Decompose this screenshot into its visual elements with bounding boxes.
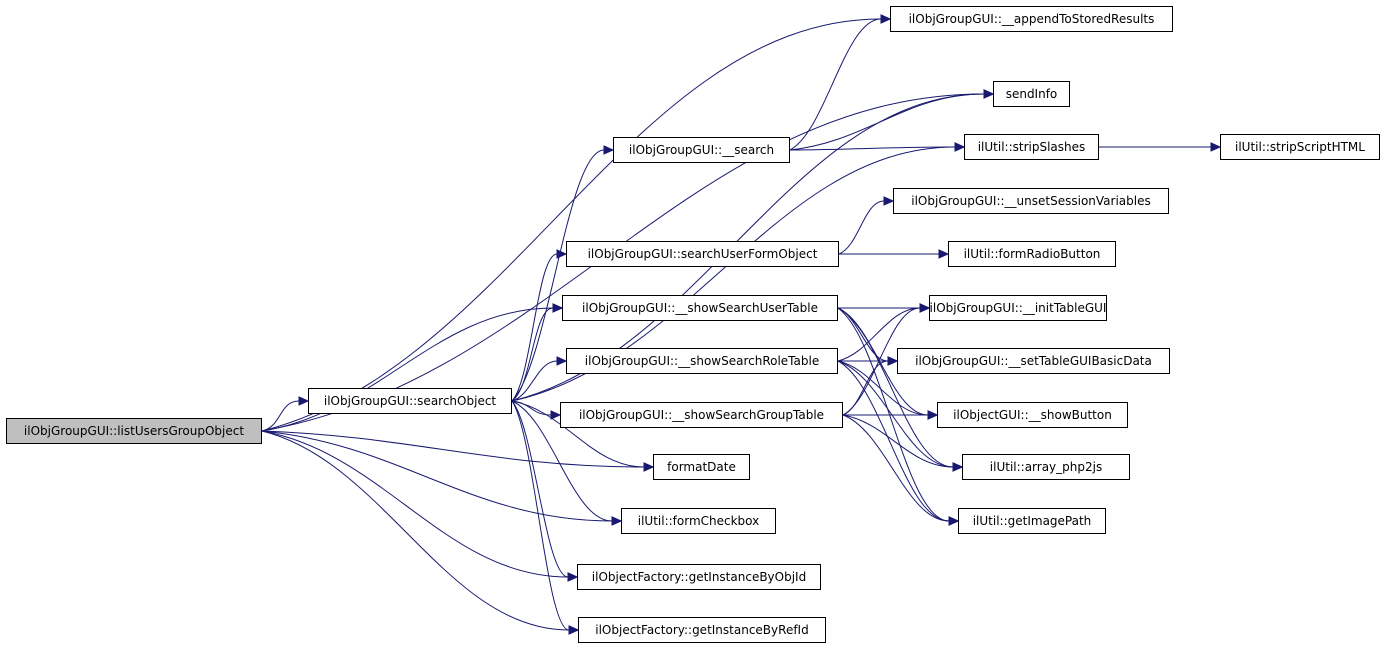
node-searchObject[interactable]: ilObjGroupGUI::searchObject (308, 388, 512, 414)
edge-showSearchGroupTable-to-getImagePath (842, 414, 950, 522)
edge-search-to-sendInfo (789, 93, 985, 151)
arrowhead-icon (883, 196, 895, 206)
arrowhead-icon (568, 625, 580, 635)
arrowhead-icon (983, 89, 995, 99)
edge-showSearchRoleTable-to-array_php2js (837, 360, 954, 468)
arrowhead-icon (611, 516, 623, 526)
arrowhead-icon (887, 356, 899, 366)
edge-searchObject-to-searchUserFormObject (511, 253, 558, 402)
edge-searchObject-to-showSearchUserTable (511, 307, 554, 402)
node-showSearchRoleTable[interactable]: ilObjGroupGUI::__showSearchRoleTable (566, 348, 838, 374)
arrowhead-icon (298, 396, 310, 406)
node-getInstanceByObjId[interactable]: ilObjectFactory::getInstanceByObjId (577, 564, 821, 590)
node-sendInfo[interactable]: sendInfo (993, 81, 1070, 107)
edge-searchObject-to-formCheckbox (511, 400, 613, 522)
edge-listUsersGroupObject-to-showSearchUserTable (261, 307, 554, 432)
node-showSearchUserTable[interactable]: ilObjGroupGUI::__showSearchUserTable (562, 295, 838, 321)
node-stripScriptHTML[interactable]: ilUtil::stripScriptHTML (1220, 134, 1380, 160)
edge-showSearchUserTable-to-setTableGUIBasicData (837, 307, 889, 362)
node-formCheckbox[interactable]: ilUtil::formCheckbox (621, 508, 776, 534)
edge-listUsersGroupObject-to-getInstanceByRefId (261, 430, 570, 631)
node-unsetSessionVariables[interactable]: ilObjGroupGUI::__unsetSessionVariables (893, 188, 1169, 214)
arrowhead-icon (919, 303, 931, 313)
edge-listUsersGroupObject-to-formCheckbox (261, 430, 613, 522)
edge-showSearchUserTable-to-getImagePath (837, 307, 950, 522)
arrowhead-icon (880, 14, 892, 24)
edge-listUsersGroupObject-to-getInstanceByObjId (261, 430, 569, 578)
arrowhead-icon (556, 249, 568, 259)
node-searchUserFormObject[interactable]: ilObjGroupGUI::searchUserFormObject (566, 241, 839, 267)
node-getImagePath[interactable]: ilUtil::getImagePath (958, 508, 1106, 534)
edge-showSearchUserTable-to-array_php2js (837, 307, 954, 468)
arrowhead-icon (550, 410, 562, 420)
node-showSearchGroupTable[interactable]: ilObjGroupGUI::__showSearchGroupTable (560, 402, 843, 428)
edge-searchObject-to-search (511, 149, 605, 402)
arrowhead-icon (952, 462, 964, 472)
arrowhead-icon (1210, 142, 1222, 152)
edge-showSearchRoleTable-to-initTableGUI (837, 307, 921, 362)
edge-listUsersGroupObject-to-searchObject (261, 400, 300, 432)
node-stripSlashes[interactable]: ilUtil::stripSlashes (964, 134, 1099, 160)
arrowhead-icon (954, 142, 966, 152)
edge-searchObject-to-getInstanceByRefId (511, 400, 570, 631)
arrowhead-icon (556, 356, 568, 366)
edge-showSearchGroupTable-to-setTableGUIBasicData (842, 360, 889, 416)
edge-listUsersGroupObject-to-appendToStoredResults (261, 18, 882, 432)
arrowhead-icon (643, 462, 655, 472)
edge-showSearchRoleTable-to-showButton (837, 360, 929, 416)
arrowhead-icon (552, 303, 564, 313)
edge-search-to-stripSlashes (789, 146, 956, 151)
node-showButton[interactable]: ilObjectGUI::__showButton (937, 402, 1128, 428)
node-setTableGUIBasicData[interactable]: ilObjGroupGUI::__setTableGUIBasicData (897, 348, 1170, 374)
arrowhead-icon (927, 410, 939, 420)
edge-showSearchGroupTable-to-array_php2js (842, 414, 954, 468)
edge-showSearchRoleTable-to-getImagePath (837, 360, 950, 522)
edge-searchObject-to-formatDate (511, 400, 645, 468)
edge-searchUserFormObject-to-unsetSessionVariables (838, 200, 885, 255)
arrowhead-icon (948, 516, 960, 526)
arrowhead-icon (938, 249, 950, 259)
node-initTableGUI[interactable]: ilObjGroupGUI::__initTableGUI (929, 295, 1107, 321)
arrowhead-icon (567, 572, 579, 582)
edge-search-to-appendToStoredResults (789, 18, 882, 151)
node-search[interactable]: ilObjGroupGUI::__search (613, 137, 790, 163)
node-listUsersGroupObject[interactable]: ilObjGroupGUI::listUsersGroupObject (6, 418, 262, 444)
node-array_php2js[interactable]: ilUtil::array_php2js (962, 454, 1130, 480)
edge-searchObject-to-getInstanceByObjId (511, 400, 569, 578)
node-getInstanceByRefId[interactable]: ilObjectFactory::getInstanceByRefId (578, 617, 826, 643)
edge-listUsersGroupObject-to-formatDate (261, 430, 645, 468)
arrowhead-icon (603, 145, 615, 155)
edge-searchObject-to-showSearchRoleTable (511, 360, 558, 402)
node-appendToStoredResults[interactable]: ilObjGroupGUI::__appendToStoredResults (890, 6, 1173, 32)
node-formRadioButton[interactable]: ilUtil::formRadioButton (948, 241, 1116, 267)
node-formatDate[interactable]: formatDate (653, 454, 750, 480)
